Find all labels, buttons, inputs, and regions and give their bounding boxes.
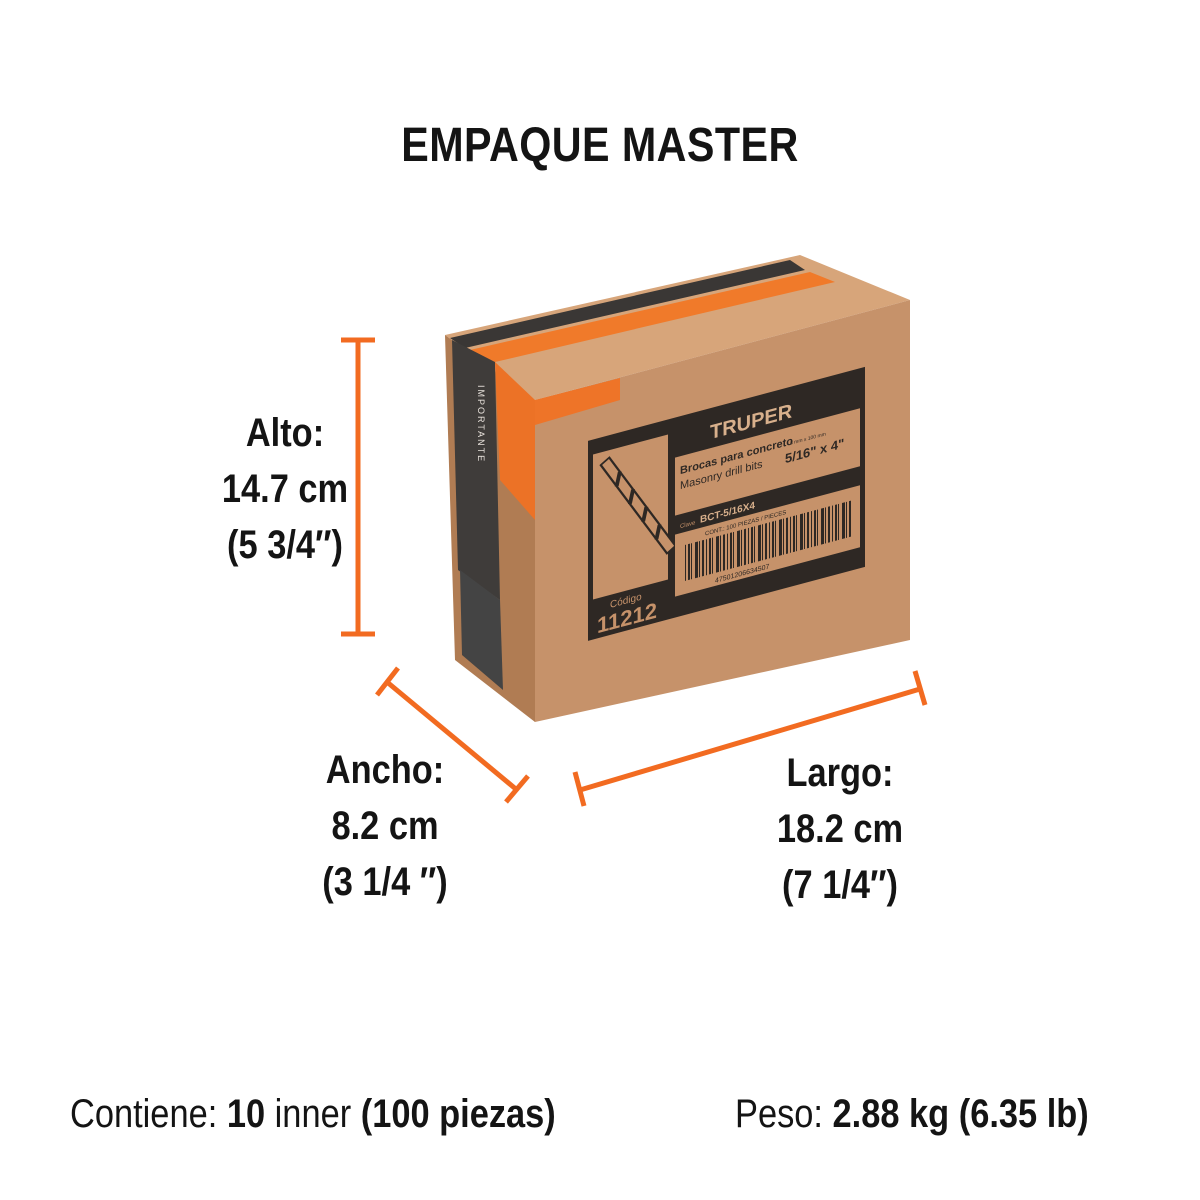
barcode-bar [800,513,803,551]
barcode-bar [727,533,728,570]
barcode-bar [825,507,826,544]
contiene-label: Contiene: [70,1092,218,1136]
barcode-bar [846,501,847,538]
tape-side-lower [460,570,503,690]
barcode-bar [762,524,763,561]
barcode-bar [811,511,812,548]
barcode-bar [821,507,824,545]
page-title: EMPAQUE MASTER [401,119,799,172]
barcode-bar [733,531,734,569]
barcode-bar [695,541,698,579]
ancho-label: Ancho: [325,748,445,792]
tape-top-dark [450,260,805,348]
barcode-bar [741,529,742,566]
largo-metric: 18.2 cm [776,807,904,851]
drill-bit-icon [599,456,677,555]
barcode-bar [769,522,770,559]
barcode-bar [720,535,721,572]
tape-top-orange [470,272,835,362]
largo-label-group: Largo: 18.2 cm (7 1/4″) [754,745,926,913]
alto-label-group: Alto: 14.7 cm (5 3/4″) [199,405,371,573]
ancho-metric: 8.2 cm [331,804,439,848]
barcode-bar [838,503,839,541]
product-label: Código 11212 TRUPER Brocas para concreto… [588,366,865,641]
barcode-bar [828,506,830,543]
barcode-bar [849,500,851,538]
barcode-bar [723,534,725,571]
ancho-imperial: (3 1/4 ″) [322,860,448,904]
alto-dimension-line [341,337,375,637]
alto-metric: 14.7 cm [221,467,349,511]
weight-info: Peso: 2.88 kg (6.35 lb) [735,1092,1089,1137]
barcode-bar [786,517,788,554]
barcode-bar [772,521,774,558]
alto-imperial: (5 3/4″) [227,523,343,567]
barcode-bar [814,509,816,547]
barcode-bar [790,516,791,553]
barcode-bar [835,504,837,541]
barcode-bar [699,540,700,578]
barcode-bar [706,539,707,576]
peso-label: Peso: [735,1092,823,1136]
barcode [685,500,851,581]
barcode-bar [758,524,761,562]
barcode-bar [779,519,782,556]
tape-side-dark [452,340,500,600]
tape-front-orange [535,378,620,425]
barcode-bar [748,527,749,565]
largo-imperial: (7 1/4″) [782,863,898,907]
barcode-panel [675,485,860,597]
barcode-bar [807,511,809,549]
barcode-bar [737,530,740,568]
barcode-bar [702,539,704,577]
barcode-bar [817,509,818,546]
barcode-bar [754,526,755,563]
barcode-bar [783,518,784,555]
drill-panel [593,434,668,600]
barcode-bar [744,528,746,566]
clave-label: Clave [680,519,696,530]
contiene-value: 10 [226,1092,266,1136]
alto-label: Alto: [245,411,325,455]
contents-info: Contiene: 10 inner (100 piezas) [70,1092,556,1137]
barcode-bar [688,543,690,581]
ancho-label-group: Ancho: 8.2 cm (3 1/4 ″) [299,742,471,910]
barcode-bar [685,544,686,581]
largo-label: Largo: [786,751,894,795]
barcode-bar [691,543,692,580]
barcode-bar [712,537,713,574]
peso-value: 2.88 kg (6.35 lb) [832,1092,1089,1136]
tape-text: IMPORTANTE [476,385,486,463]
barcode-bar [730,532,732,569]
product-panel [675,408,860,516]
barcode-bar [775,520,776,557]
barcode-bar [709,538,711,575]
barcode-bar [765,523,767,560]
barcode-bar [832,505,833,542]
barcode-bar [716,535,719,573]
tape-side-orange [495,362,535,520]
barcode-bar [751,526,753,564]
barcode-bar [793,515,795,553]
barcode-bar [842,502,845,540]
barcode-bar [804,512,805,550]
contiene-pieces: (100 piezas) [360,1092,556,1136]
barcode-bar [796,515,797,552]
contiene-unit: inner [274,1092,352,1136]
ancho-dimension-line [375,666,530,804]
largo-dimension-line [572,670,928,807]
